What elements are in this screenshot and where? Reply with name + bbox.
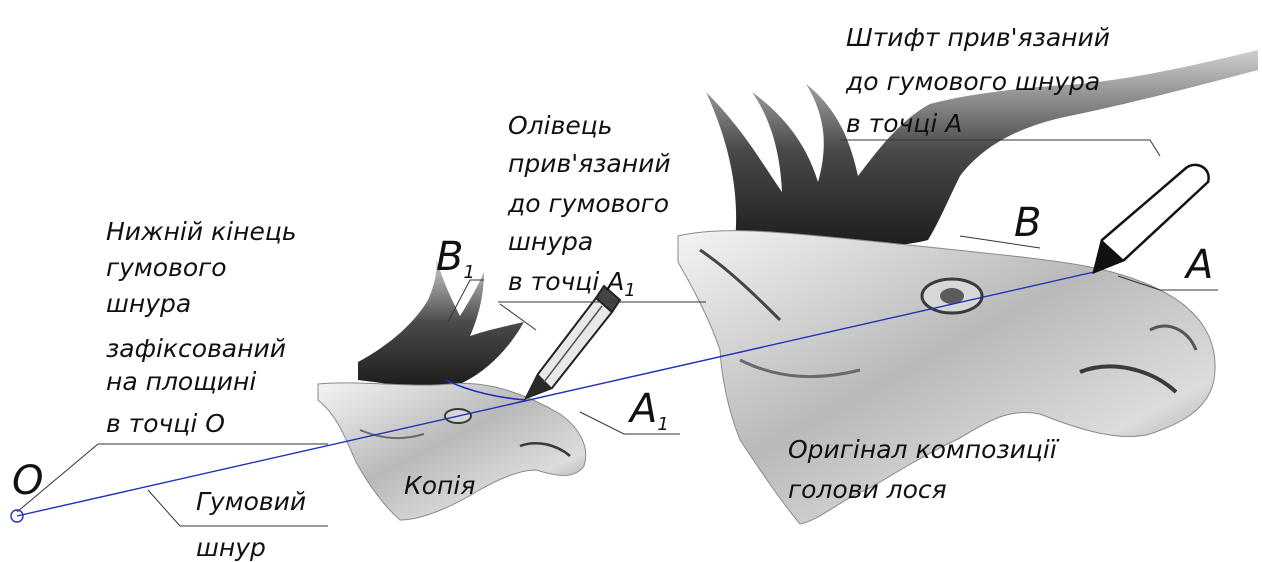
pencil-icon — [526, 286, 620, 398]
point-b1-label: B1 — [436, 234, 475, 283]
point-a1-label: A1 — [627, 386, 669, 435]
copy-label: Копія — [404, 471, 475, 500]
rubber-cord-label: Гумовий шнур — [196, 487, 314, 562]
lower-end-label: Нижній кінець гумового шнура зафіксовани… — [106, 217, 305, 438]
pencil-label: Олівець прив'язаний до гумового шнура — [507, 111, 679, 256]
point-a-label: A — [1183, 242, 1213, 288]
point-b-label: B — [1014, 200, 1041, 246]
point-o-label: O — [12, 458, 43, 504]
pencil-label-last: в точці А1 — [508, 267, 636, 301]
